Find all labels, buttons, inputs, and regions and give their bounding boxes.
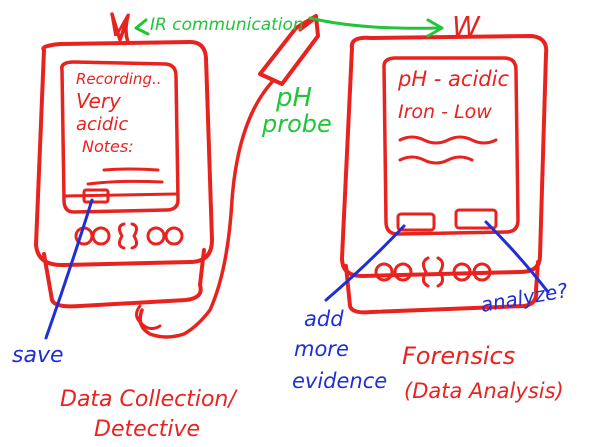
right-device <box>340 34 549 315</box>
left-screen-acidic: acidic <box>76 114 128 135</box>
analyze-label: analyze? <box>479 278 570 317</box>
left-screen-note-line2 <box>86 179 164 186</box>
left-screen-notes: Notes: <box>82 137 134 156</box>
right-button-1[interactable] <box>374 262 394 282</box>
ph-probe-label-line1: pH <box>275 83 312 113</box>
right-device-base <box>344 260 540 315</box>
analyze-softkey[interactable] <box>454 208 498 230</box>
right-device-screen <box>382 56 520 236</box>
left-screen-recording: Recording.. <box>76 70 162 88</box>
right-dpad[interactable] <box>421 256 445 288</box>
right-screen-ph-acidic: pH - acidic <box>397 67 509 91</box>
left-screen-very: Very <box>76 89 122 113</box>
ir-communication-label: IR communication <box>150 15 304 35</box>
left-caption-line2: Detective <box>94 417 200 442</box>
add-evidence-pointer-line <box>324 224 406 302</box>
left-dpad[interactable] <box>117 222 139 250</box>
ph-probe-body <box>258 14 320 86</box>
user-v-label: V <box>108 9 131 44</box>
left-caption-line1: Data Collection/ <box>60 387 238 412</box>
left-button-4[interactable] <box>164 226 184 246</box>
right-button-2[interactable] <box>393 262 413 282</box>
add-evidence-label-line1: add <box>304 307 344 331</box>
left-screen-note-line1 <box>102 167 160 172</box>
analyze-pointer-line <box>484 220 550 294</box>
save-pointer-line <box>44 198 94 340</box>
right-hardware-buttons <box>374 256 492 288</box>
ph-probe-cable <box>138 80 274 339</box>
user-w-label: W <box>452 10 481 43</box>
left-device-base <box>42 248 206 309</box>
save-label: save <box>12 343 64 368</box>
left-device-body <box>34 40 214 268</box>
left-button-2[interactable] <box>91 226 111 246</box>
right-screen-iron-low: Iron - Low <box>398 101 492 123</box>
left-hardware-buttons <box>74 222 184 250</box>
left-button-3[interactable] <box>146 226 166 246</box>
right-caption-line2: (Data Analysis) <box>404 379 564 403</box>
left-screen-divider <box>62 192 178 198</box>
add-evidence-label-line2: more <box>294 337 349 361</box>
right-button-4[interactable] <box>472 262 492 282</box>
ph-probe-label-line2: probe <box>261 110 332 138</box>
add-evidence-softkey[interactable] <box>396 212 436 232</box>
left-user-marker-strokes <box>110 12 130 44</box>
right-device-body <box>340 34 549 278</box>
ir-arrow-right-head <box>426 18 444 38</box>
ph-probe-plug <box>135 304 162 331</box>
ir-arrow-shaft <box>308 16 440 30</box>
right-screen-squiggle-1 <box>398 135 498 145</box>
left-device-screen <box>60 60 180 214</box>
ir-arrow-left-head <box>134 18 150 36</box>
add-evidence-label-line3: evidence <box>292 369 387 393</box>
right-button-3[interactable] <box>452 262 472 282</box>
right-screen-squiggle-2 <box>398 155 474 165</box>
left-device <box>34 12 214 309</box>
right-caption-line1: Forensics <box>402 342 515 370</box>
ir-link <box>134 16 444 38</box>
